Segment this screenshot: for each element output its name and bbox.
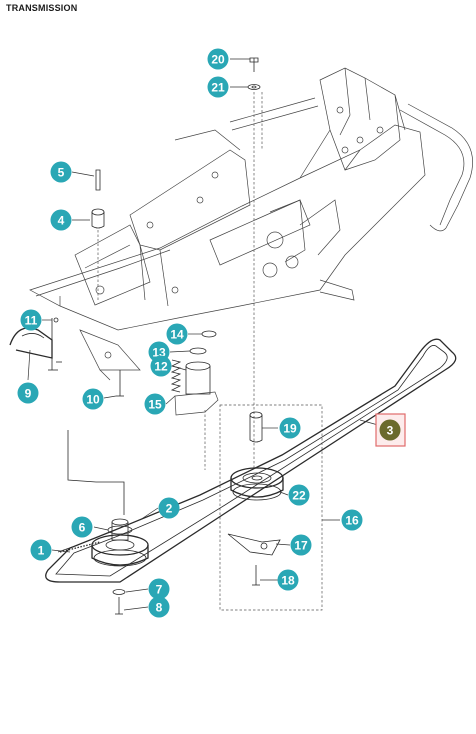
callout-12-label: 12 [154,360,168,374]
callout-3-badge [379,419,401,441]
callout-18-label: 18 [281,574,295,588]
callout-2[interactable]: 2 [158,497,180,519]
callout-6-label: 6 [79,521,86,535]
callout-9-label: 9 [25,387,32,401]
callout-20[interactable]: 20 [207,48,229,70]
callout-3-label: 3 [387,424,394,438]
callouts: 20 21 5 4 11 14 13 12 [17,48,406,618]
callout-8-badge [148,596,170,618]
callout-21-badge [207,76,229,98]
callout-5[interactable]: 5 [50,161,72,183]
upper-bolt-assembly [247,57,263,470]
callout-8-label: 8 [156,601,163,615]
callout-2-label: 2 [166,502,173,516]
callout-19-badge [279,417,301,439]
drive-belt [45,338,457,583]
callout-1-label: 1 [38,544,45,558]
callout-18[interactable]: 18 [277,569,299,591]
leader-lines [27,58,379,611]
callout-7-badge [148,578,170,600]
bracket-assembly [9,317,219,470]
callout-1-badge [30,539,52,561]
callout-3[interactable]: 3 [375,413,406,447]
callout-7-label: 7 [156,583,163,597]
key-and-spacer [91,169,105,300]
idler-assembly-box [219,404,323,611]
callout-14-badge [166,323,188,345]
callout-18-badge [277,569,299,591]
callout-16-badge [341,509,363,531]
callout-6[interactable]: 6 [71,516,93,538]
callout-1[interactable]: 1 [30,539,52,561]
callout-14-label: 14 [170,328,184,342]
callout-20-label: 20 [211,53,225,67]
callout-12-badge [150,355,172,377]
callout-11-badge [20,309,42,331]
callout-10-label: 10 [86,393,100,407]
callout-17[interactable]: 17 [290,534,312,556]
callout-15-label: 15 [148,398,162,412]
callout-16[interactable]: 16 [341,509,363,531]
callout-4-badge [50,209,72,231]
callout-15[interactable]: 15 [144,393,166,415]
page-title: TRANSMISSION [6,3,78,13]
transmission-pulley [57,430,149,615]
callout-6-badge [71,516,93,538]
callout-4[interactable]: 4 [50,209,72,231]
callout-20-badge [207,48,229,70]
callout-19[interactable]: 19 [279,417,301,439]
callout-15-badge [144,393,166,415]
callout-11-label: 11 [25,314,38,328]
callout-21[interactable]: 21 [207,76,229,98]
callout-9[interactable]: 9 [17,382,39,404]
callout-14[interactable]: 14 [166,323,188,345]
callout-22-label: 22 [292,489,306,503]
callout-21-label: 21 [211,81,225,95]
callout-10[interactable]: 10 [82,388,104,410]
callout-17-badge [290,534,312,556]
callout-11[interactable]: 11 [20,309,42,331]
callout-4-label: 4 [58,214,65,228]
callout-17-label: 17 [294,539,308,553]
callout-5-label: 5 [58,166,65,180]
callout-16-label: 16 [345,514,359,528]
callout-22-badge [288,484,310,506]
callout-5-badge [50,161,72,183]
callout-2-badge [158,497,180,519]
callout-8[interactable]: 8 [148,596,170,618]
callout-22[interactable]: 22 [288,484,310,506]
callout-12[interactable]: 12 [150,355,172,377]
tractor-frame [29,67,473,331]
callout-7[interactable]: 7 [148,578,170,600]
callout-19-label: 19 [283,422,297,436]
callout-10-badge [82,388,104,410]
callout-9-badge [17,382,39,404]
